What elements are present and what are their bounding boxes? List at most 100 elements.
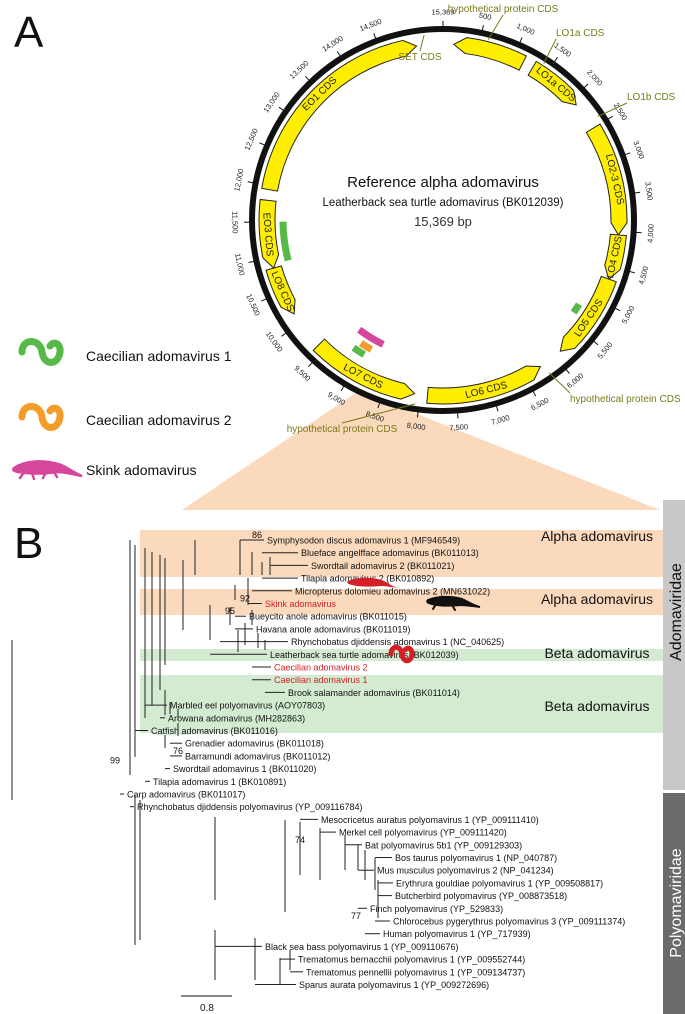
genome-subtitle: Leatherback sea turtle adomavirus (BK012… xyxy=(322,197,563,209)
leaf-label: Erythrura gouldiae polyomavirus 1 (YP_00… xyxy=(396,878,603,888)
group-band xyxy=(140,589,663,615)
tick-label: 9,500 xyxy=(292,364,312,383)
polyomaviridae-bar xyxy=(663,793,685,1014)
tick-mark xyxy=(336,51,341,57)
tick-mark xyxy=(565,368,570,374)
zoom-funnel xyxy=(182,390,660,510)
tick-mark xyxy=(261,298,267,302)
leaf-label: Swordtail adomavirus 2 (BK011021) xyxy=(311,561,454,571)
tick-mark xyxy=(248,260,255,263)
leaf-label: Tilapia adomavirus 1 (BK010891) xyxy=(153,777,286,787)
tick-label: 12,000 xyxy=(232,168,245,192)
tick-mark xyxy=(247,181,254,184)
leaf-label: Caecilian adomavirus 1 xyxy=(274,675,368,685)
genome-title: Reference alpha adomavirus xyxy=(347,174,539,191)
group-band xyxy=(140,720,663,733)
group-band xyxy=(140,675,663,720)
tick-label: 14,000 xyxy=(320,34,344,54)
group-bands xyxy=(140,530,663,735)
gene-arrow xyxy=(261,39,418,192)
tick-label: 3,000 xyxy=(631,139,646,160)
leaf-label: Mus musculus polyomavirus 2 (NP_041234) xyxy=(377,866,554,876)
leaf-label: Leatherback sea turtle adomavirus (BK012… xyxy=(270,650,459,660)
gene-arrow xyxy=(452,37,528,71)
gene-arrow xyxy=(527,60,577,106)
feature-leader xyxy=(341,403,416,424)
tick-mark xyxy=(614,307,621,312)
leaf-label: Finch polyomavirus (YP_529833) xyxy=(370,904,503,914)
skink-icon xyxy=(347,577,398,588)
adomaviridae-bar xyxy=(663,500,685,790)
panel-b-label: B xyxy=(14,519,44,568)
tick-mark xyxy=(532,390,537,397)
genome-hit xyxy=(351,344,366,358)
feature-leader xyxy=(548,372,571,394)
tree-leaves: Symphysodon discus adomavirus 1 (MF94654… xyxy=(127,536,625,991)
tick-label: 8,000 xyxy=(406,421,426,432)
tick-label: 5,500 xyxy=(596,340,615,360)
tick-label: 4,500 xyxy=(637,265,651,285)
feature-leader xyxy=(487,14,504,40)
leaf-label: Grenadier adomavirus (BK011018) xyxy=(185,739,324,749)
bootstrap-value: 92 xyxy=(240,594,250,604)
genome-hit xyxy=(570,302,582,315)
feature-label: hypothetical protein CDS xyxy=(287,424,398,435)
phylogenetic-tree: Symphysodon discus adomavirus 1 (MF94654… xyxy=(11,528,653,1014)
bootstrap-value: 77 xyxy=(351,911,361,921)
caecilian-icon xyxy=(18,403,64,431)
tick-mark xyxy=(495,405,499,412)
gene-label: EO1 CDS xyxy=(300,75,339,114)
legend-label-caecilian1: Caecilian adomavirus 1 xyxy=(86,348,232,364)
tick-mark xyxy=(377,402,381,409)
leaf-label: Skink adomavirus xyxy=(265,599,337,609)
gene-arrow xyxy=(426,365,542,405)
skink-icon xyxy=(11,460,83,481)
tick-mark xyxy=(281,332,287,337)
caecilian-icon xyxy=(18,338,64,366)
genome-hits xyxy=(279,221,582,358)
feature-label: LO1a CDS xyxy=(556,28,605,39)
caecilian-icon xyxy=(388,644,415,664)
leaf-label: Havana anole adomavirus (BK011019) xyxy=(256,624,410,634)
tick-label: 11,500 xyxy=(230,211,239,233)
genome-backbone xyxy=(249,26,637,414)
tree-branches xyxy=(11,539,393,985)
leaf-label: Rhynchobatus djiddensis adomavirus 1 (NC… xyxy=(291,637,504,647)
bootstrap-value: 76 xyxy=(173,746,183,756)
bootstrap-value: 95 xyxy=(225,606,235,616)
leaf-label: Brook salamander adomavirus (BK011014) xyxy=(288,688,460,698)
leaf-label: Black sea bass polyomavirus 1 (YP_009110… xyxy=(265,942,458,952)
leaf-label: Chlorocebus pygerythrus polyomavirus 3 (… xyxy=(393,917,625,927)
group-label: Beta adomavirus xyxy=(544,698,649,714)
group-band xyxy=(140,530,663,577)
leaf-label: Rhynchobatus djiddensis polyomavirus (YP… xyxy=(137,802,362,812)
gene-label: LO1a CDS xyxy=(534,65,578,105)
feature-leader xyxy=(597,102,628,118)
tick-label: 5,000 xyxy=(620,304,637,325)
tick-mark xyxy=(373,33,377,40)
tick-label: 13,000 xyxy=(261,90,281,114)
leaf-label: Trematomus bernacchii polyomavirus 1 (YP… xyxy=(298,955,525,965)
leaf-label: Marbled eel polyomavirus (AOY07803) xyxy=(170,701,325,711)
group-label: Beta adomavirus xyxy=(544,645,649,661)
tick-label: 12,500 xyxy=(243,127,260,152)
legend-label-caecilian2: Caecilian adomavirus 2 xyxy=(86,412,232,428)
tick-mark xyxy=(481,25,484,32)
tick-label: 6,000 xyxy=(565,371,585,390)
genome-hit xyxy=(279,221,292,262)
tick-mark xyxy=(457,412,459,419)
genome-hit xyxy=(359,340,374,353)
leaf-label: Carp adomavirus (BK011017) xyxy=(127,790,245,800)
lizard-icon xyxy=(426,595,481,611)
legend: Caecilian adomavirus 1 Caecilian adomavi… xyxy=(11,338,232,481)
group-label: Alpha adomavirus xyxy=(541,528,653,544)
leaf-label: Micropterus dolomieu adomavirus 2 (MN631… xyxy=(295,586,490,596)
tick-label: 9,000 xyxy=(326,390,347,407)
leaf-label: Trematomus pennellii polyomavirus 1 (YP_… xyxy=(306,967,525,977)
gene-arrow xyxy=(312,338,416,400)
gene-arrow xyxy=(559,275,617,352)
